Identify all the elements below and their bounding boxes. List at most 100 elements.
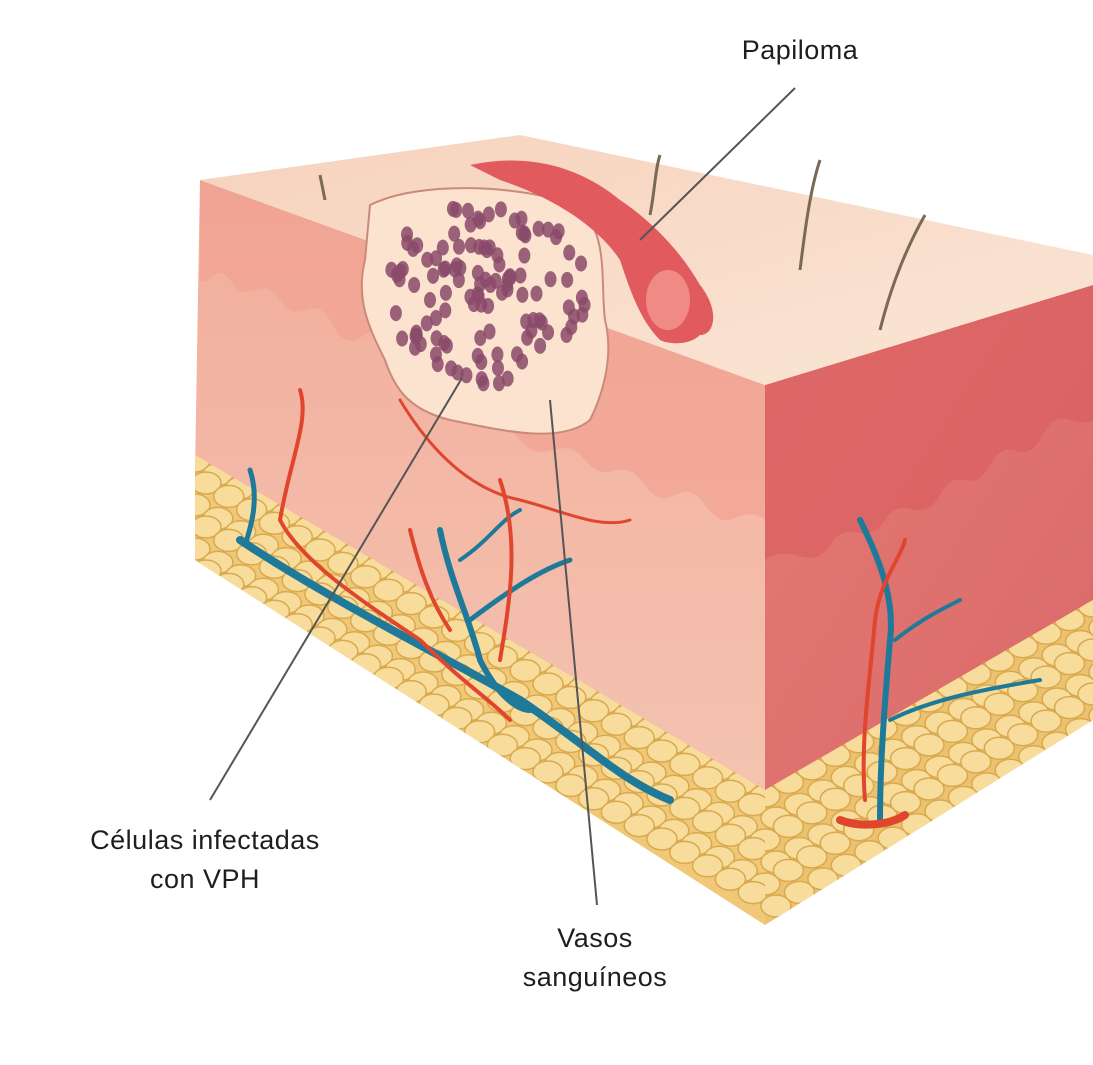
- infected-cell: [450, 257, 463, 274]
- artery-vessel: [398, 398, 632, 525]
- fat-cell: [1088, 660, 1093, 684]
- fat-cell: [737, 836, 765, 861]
- fat-cell: [936, 763, 969, 788]
- fat-cell: [983, 736, 1016, 761]
- infected-cell: [501, 370, 514, 387]
- infected-cell: [436, 239, 449, 256]
- infected-cell: [491, 247, 504, 264]
- fat-cell: [669, 752, 701, 777]
- artery-vessel: [861, 538, 907, 802]
- epidermis-side: [765, 285, 1093, 560]
- infected-cell: [450, 201, 463, 218]
- fat-cell: [281, 612, 313, 637]
- fat-cell: [1088, 616, 1093, 640]
- infected-cell: [491, 346, 504, 363]
- infected-cell: [439, 260, 452, 277]
- infected-cell: [471, 264, 484, 281]
- papilloma-leader-line: [639, 87, 796, 241]
- infected-cell: [516, 286, 529, 303]
- infected-cell: [532, 220, 545, 237]
- fat-cell: [258, 599, 291, 623]
- vein-vessel: [236, 536, 674, 804]
- fat-cell: [395, 591, 427, 616]
- fat-cell: [1006, 722, 1039, 747]
- fat-cell: [714, 779, 747, 803]
- infected-cell: [453, 238, 466, 255]
- fat-cell: [936, 719, 969, 744]
- artery-vessel: [836, 811, 909, 829]
- infected-cell: [448, 225, 461, 242]
- fat-cell: [960, 706, 992, 730]
- fat-cell: [783, 880, 816, 905]
- fat-cell: [765, 894, 792, 918]
- fat-cell: [486, 733, 519, 757]
- infected-cell: [575, 289, 588, 306]
- infected-cell: [527, 312, 540, 329]
- artery-vessel: [498, 478, 514, 662]
- infected-cell: [484, 276, 497, 293]
- fat-cell: [760, 894, 765, 918]
- fat-cell: [623, 725, 655, 750]
- infected-cells-leader-line: [209, 377, 463, 801]
- infected-cells-label-line1: Células infectadas: [90, 825, 320, 855]
- fat-cell: [913, 733, 945, 757]
- fat-cell: [600, 712, 633, 736]
- fat-cell: [304, 538, 336, 562]
- fat-cell: [714, 867, 747, 891]
- fat-cell: [737, 792, 765, 817]
- fat-cell: [913, 777, 945, 801]
- vein-vessel: [857, 517, 894, 823]
- infected-cell: [542, 324, 555, 341]
- infected-cell: [430, 330, 443, 347]
- infected-cell: [408, 276, 421, 293]
- fat-cell: [889, 746, 922, 771]
- fat-cell: [765, 872, 781, 896]
- infected-cell: [475, 296, 488, 313]
- fat-cell: [796, 845, 828, 869]
- fat-cell: [760, 806, 765, 830]
- vein-vessel: [458, 508, 522, 562]
- fat-cell: [509, 658, 541, 683]
- infected-cell: [410, 324, 423, 341]
- fat-cell: [819, 831, 852, 856]
- fat-cell: [960, 750, 992, 774]
- fat-cell: [509, 746, 541, 771]
- infected-cell: [503, 268, 516, 285]
- blood-vessels-label-line2: sanguíneos: [522, 962, 668, 992]
- infected-cells-label: Células infectadas con VPH: [40, 821, 370, 899]
- infected-cell: [462, 202, 475, 219]
- infected-cell: [561, 271, 574, 288]
- infected-cell: [389, 305, 402, 322]
- infected-cell: [424, 291, 437, 308]
- vein-vessel: [242, 467, 257, 548]
- infected-cell: [576, 306, 589, 323]
- infected-cell: [544, 271, 557, 288]
- fat-cell: [691, 766, 724, 790]
- infected-cell: [396, 330, 409, 347]
- fat-cell: [327, 551, 359, 576]
- fat-cell: [195, 515, 222, 539]
- infected-cell: [477, 375, 490, 392]
- infected-cell: [518, 247, 531, 264]
- infected-cell: [560, 326, 573, 343]
- infected-cell: [483, 323, 496, 340]
- infected-cell: [460, 367, 473, 384]
- infected-cell: [439, 302, 452, 319]
- fat-cell: [796, 801, 828, 825]
- infected-cell: [491, 360, 504, 377]
- fat-cell: [714, 823, 747, 847]
- infected-cell: [474, 329, 487, 346]
- infected-cell: [421, 251, 434, 268]
- infected-cell: [508, 212, 521, 229]
- fat-cell: [213, 572, 245, 597]
- fat-cell: [772, 858, 805, 883]
- fat-cell: [532, 760, 564, 784]
- blood-vessels-leader-line: [549, 399, 598, 906]
- vein-vessel: [893, 598, 962, 642]
- infected-cell: [464, 237, 477, 254]
- blood-vessels-label-line1: Vasos: [557, 923, 633, 953]
- fat-cell: [1053, 695, 1086, 720]
- infected-cell: [401, 234, 414, 251]
- fat-cell: [1088, 704, 1093, 728]
- fat-cell: [372, 578, 405, 602]
